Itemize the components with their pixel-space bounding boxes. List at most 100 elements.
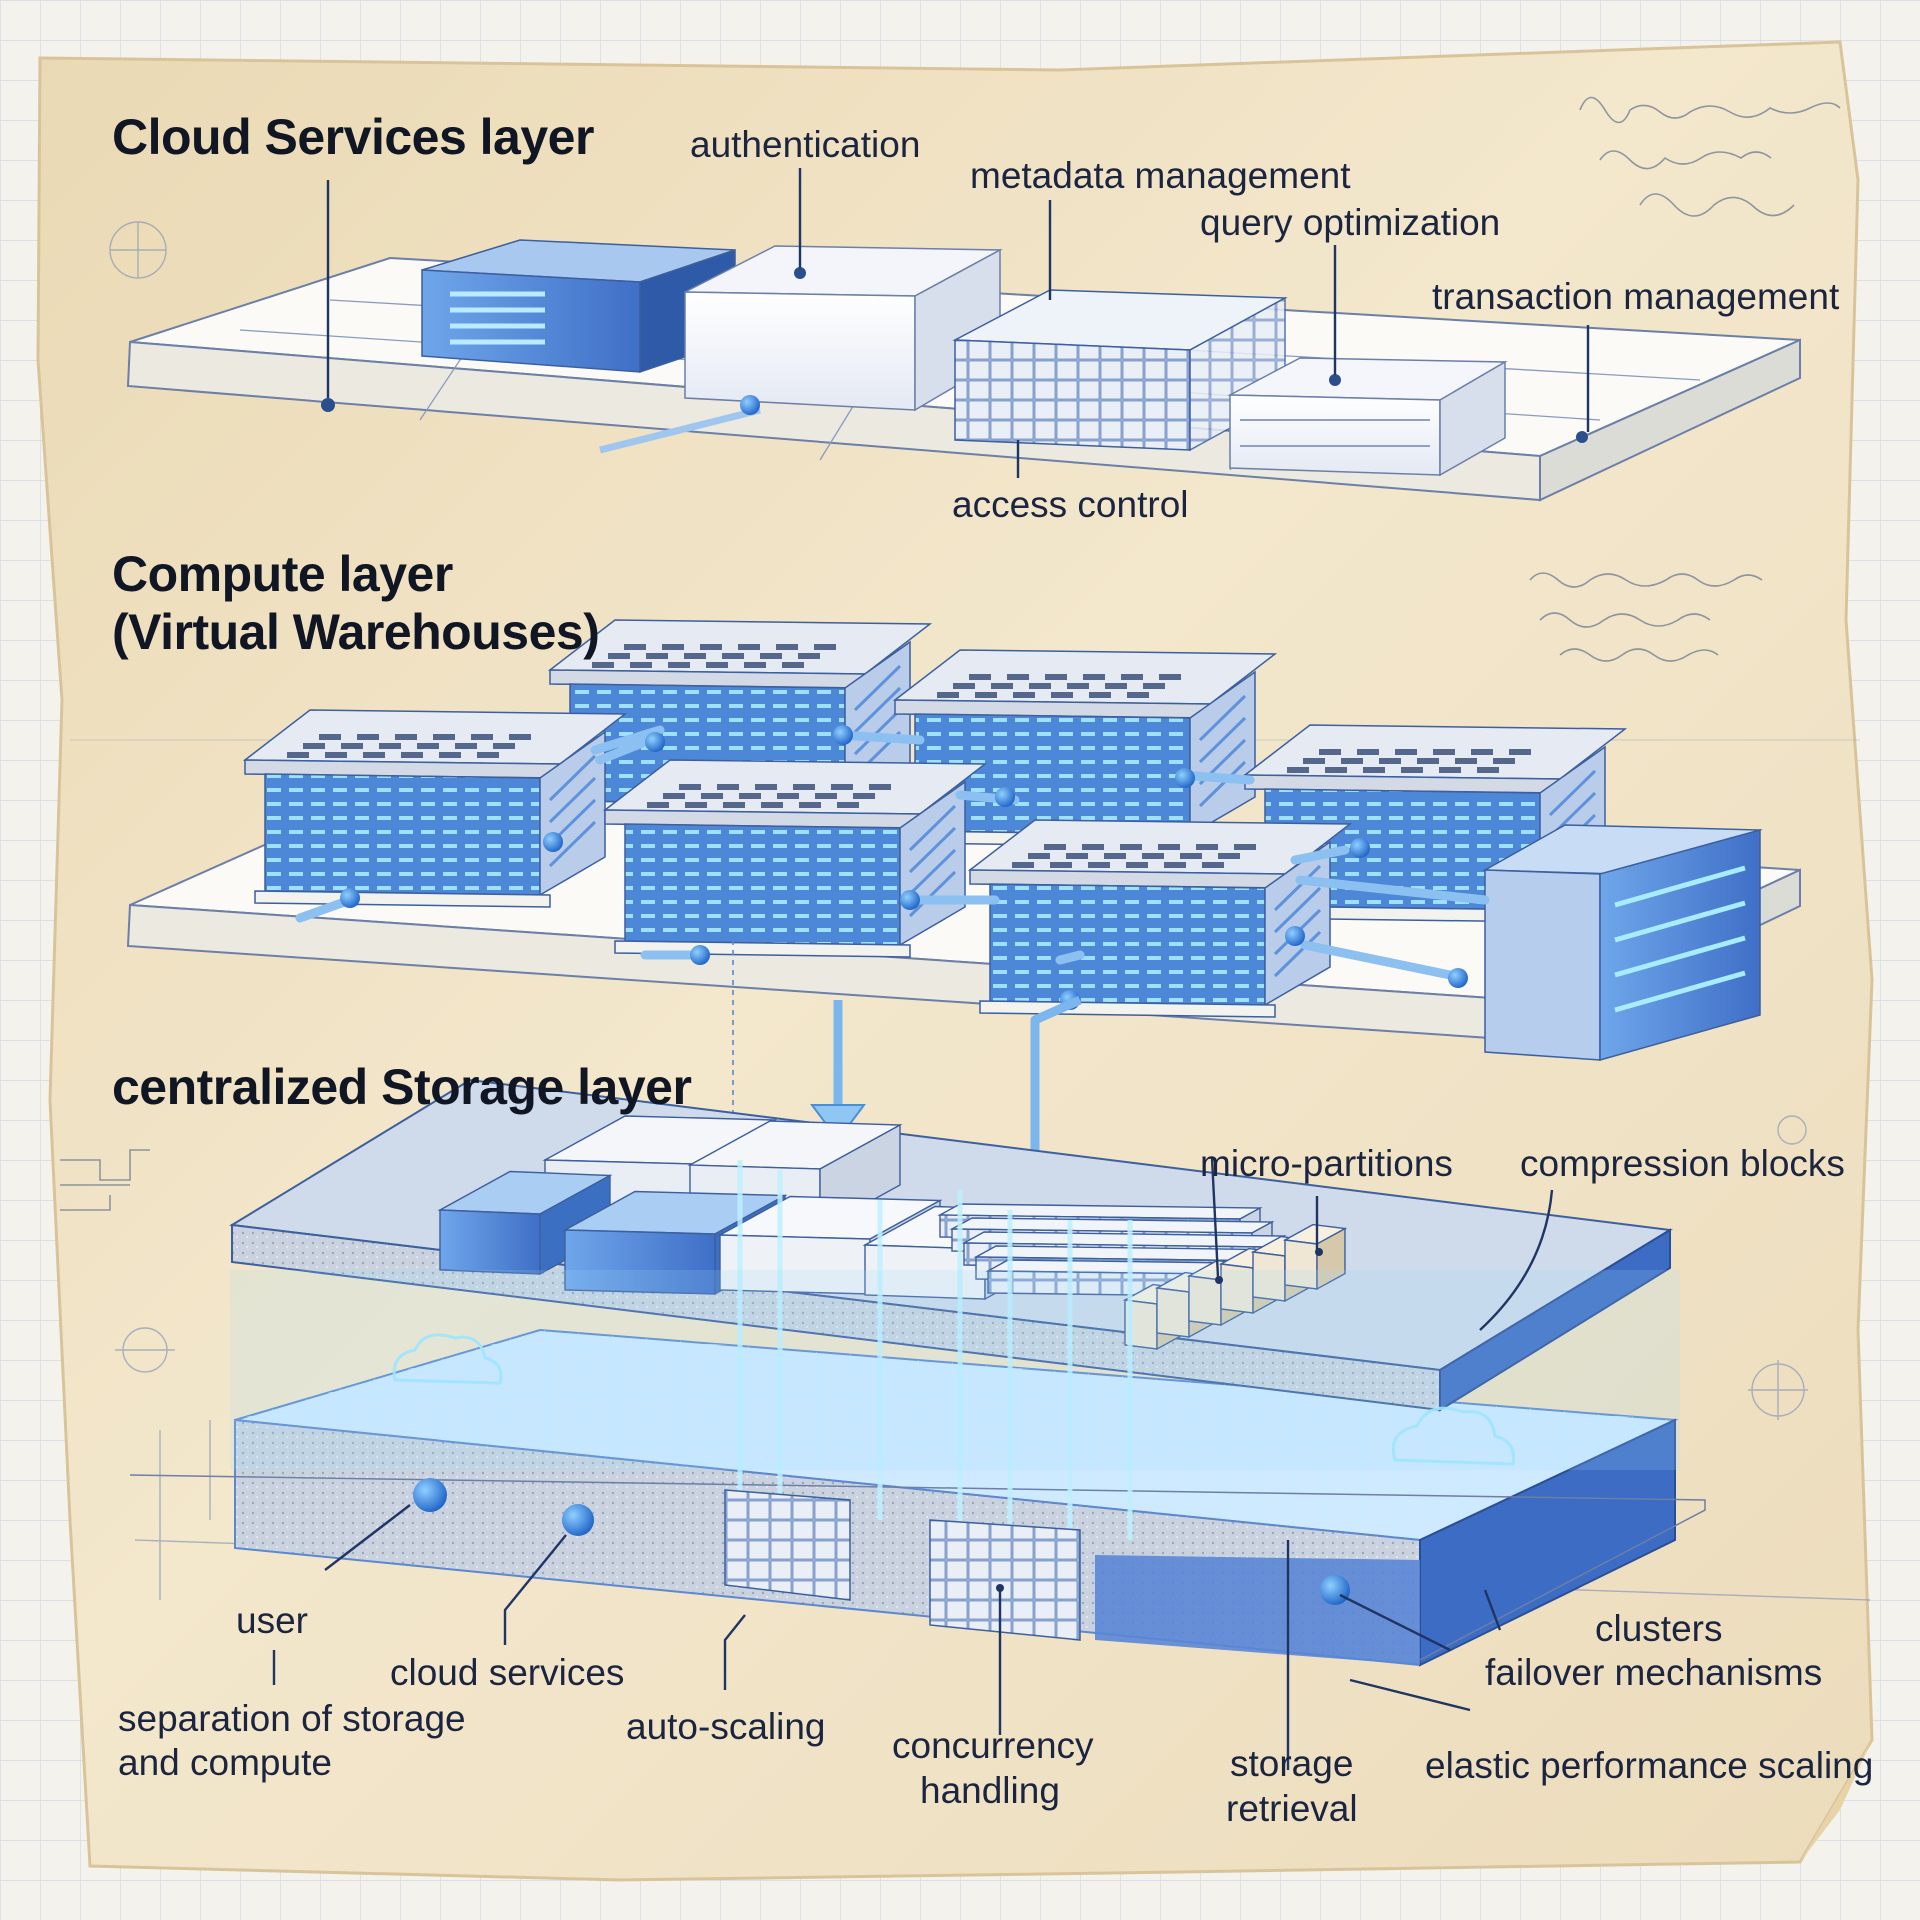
roof-vent — [1121, 674, 1143, 680]
label-clusters: clusters — [1595, 1608, 1723, 1649]
roof-vent — [341, 743, 363, 749]
warehouse-building — [967, 819, 1353, 1018]
label-failover-mechanisms: failover mechanisms — [1485, 1652, 1823, 1693]
roof-vent — [799, 802, 821, 808]
roof-vent — [624, 644, 646, 650]
roof-vent — [1202, 862, 1224, 868]
roof-vent — [1433, 749, 1455, 755]
roof-vent — [969, 674, 991, 680]
roof-vent — [793, 784, 815, 790]
roof-vent — [1028, 853, 1050, 859]
compression-block — [1282, 1223, 1348, 1291]
label-authentication: authentication — [690, 124, 921, 165]
roof-vent — [1287, 767, 1309, 773]
cloud-services-layer-title: Cloud Services layer — [112, 109, 594, 165]
roof-vent — [647, 802, 669, 808]
roof-vent — [1012, 862, 1034, 868]
roof-vent — [1066, 853, 1088, 859]
roof-vent — [701, 793, 723, 799]
roof-vent — [325, 752, 347, 758]
roof-vent — [477, 752, 499, 758]
side-stripe — [853, 664, 902, 712]
roof-vent — [1363, 767, 1385, 773]
roof-vent — [471, 734, 493, 740]
roof-vent — [776, 644, 798, 650]
roof-vent — [722, 653, 744, 659]
roof-vent — [1303, 758, 1325, 764]
roof-vent — [662, 644, 684, 650]
roof-vent — [755, 784, 777, 790]
roof-vent — [379, 743, 401, 749]
label-storage-retrieval-line2: retrieval — [1226, 1788, 1358, 1829]
roof-vent — [1196, 844, 1218, 850]
roof-vent — [319, 734, 341, 740]
roof-vent — [1143, 683, 1165, 689]
roof-vent — [723, 802, 745, 808]
label-storage-retrieval-line1: storage — [1230, 1743, 1354, 1784]
roof-vent — [1088, 862, 1110, 868]
roof-vent — [1379, 758, 1401, 764]
side-stripe — [853, 686, 902, 734]
cloud-box-transaction — [1227, 357, 1508, 477]
roof-vent — [815, 793, 837, 799]
roof-vent — [814, 644, 836, 650]
roof-vent — [1325, 767, 1347, 773]
virtual-warehouses — [242, 619, 1628, 1018]
roof-vent — [1029, 683, 1051, 689]
roof-vent — [738, 644, 760, 650]
roof-vent — [782, 662, 804, 668]
roof-vent — [1104, 853, 1126, 859]
label-separation-line1: separation of storage — [118, 1698, 466, 1739]
roof-vent — [509, 734, 531, 740]
roof-vent — [679, 784, 701, 790]
roof-vent — [1341, 758, 1363, 764]
warehouse-building — [892, 649, 1278, 848]
label-elastic-performance-scaling: elastic performance scaling — [1425, 1745, 1874, 1786]
roof-vent — [760, 653, 782, 659]
roof-vent — [1234, 844, 1256, 850]
label-micro-partitions: micro-partitions — [1200, 1143, 1453, 1184]
roof-vent — [744, 662, 766, 668]
label-separation-line2: and compute — [118, 1742, 332, 1783]
roof-vent — [608, 653, 630, 659]
side-stripe — [908, 826, 957, 874]
side-stripe — [1273, 864, 1322, 912]
roof-vent — [1455, 758, 1477, 764]
label-auto-scaling: auto-scaling — [626, 1706, 826, 1747]
roof-vent — [700, 644, 722, 650]
warehouse-building — [602, 759, 988, 958]
label-metadata-management: metadata management — [970, 155, 1351, 196]
side-stripe — [908, 804, 957, 852]
roof-vent — [1180, 853, 1202, 859]
roof-vent — [684, 653, 706, 659]
roof-vent — [287, 752, 309, 758]
label-compression-blocks: compression blocks — [1520, 1143, 1845, 1184]
label-user: user — [236, 1600, 308, 1641]
roof-vent — [1083, 674, 1105, 680]
roof-vent — [1051, 692, 1073, 698]
side-stripe — [908, 870, 957, 918]
label-concurrency-line2: handling — [920, 1770, 1060, 1811]
roof-vent — [1417, 758, 1439, 764]
roof-vent — [1319, 749, 1341, 755]
side-stripe — [548, 820, 597, 868]
label-query-optimization: query optimization — [1200, 202, 1501, 243]
side-stripe — [908, 848, 957, 896]
side-stripe — [1198, 694, 1247, 742]
side-stripe — [1198, 716, 1247, 764]
roof-vent — [1007, 674, 1029, 680]
roof-vent — [303, 743, 325, 749]
roof-vent — [592, 662, 614, 668]
label-cloud-services: cloud services — [390, 1652, 625, 1693]
roof-vent — [1158, 844, 1180, 850]
roof-vent — [668, 662, 690, 668]
roof-vent — [739, 793, 761, 799]
roof-vent — [1067, 683, 1089, 689]
label-access-control: access control — [952, 484, 1189, 525]
side-stripe — [1273, 930, 1322, 978]
side-stripe — [548, 776, 597, 824]
roof-vent — [1159, 674, 1181, 680]
roof-vent — [1050, 862, 1072, 868]
